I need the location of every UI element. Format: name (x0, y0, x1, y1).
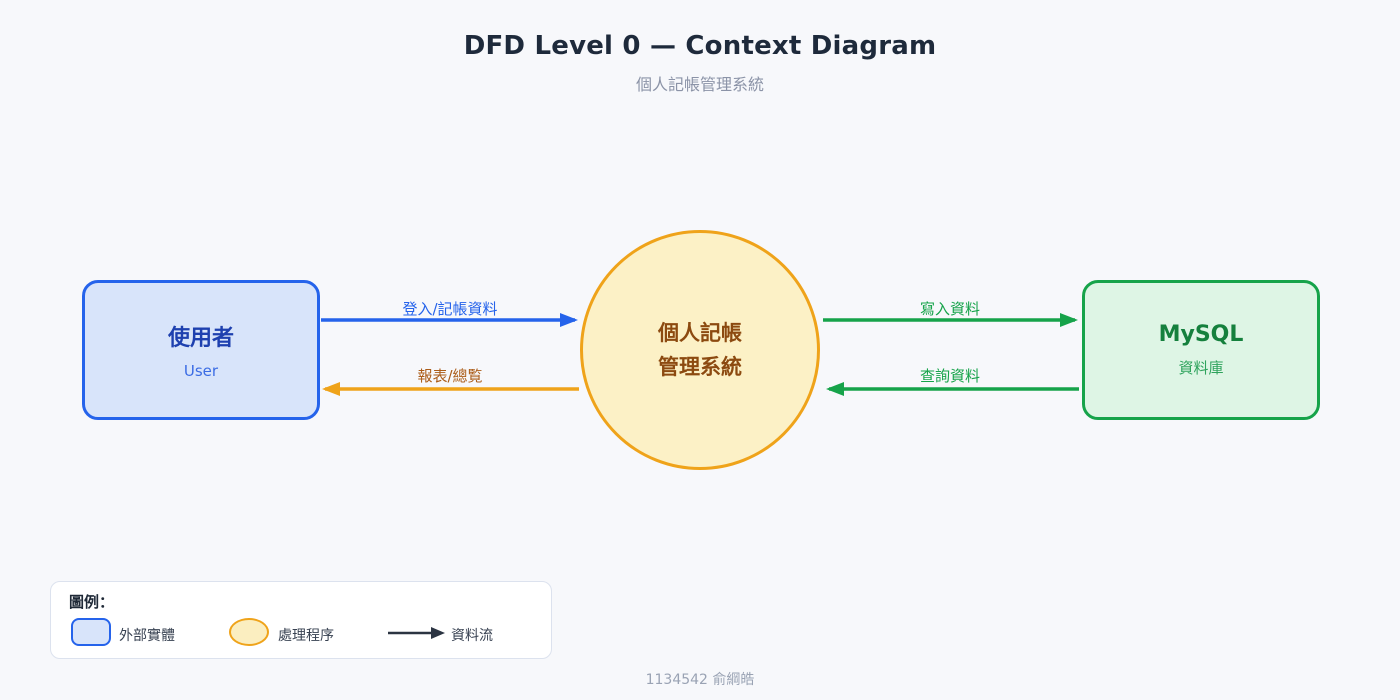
legend-title: 圖例： (69, 593, 115, 611)
flow-label-write: 寫入資料 (919, 300, 981, 318)
data-flow-arrow-icon (388, 627, 445, 639)
legend-label-data-flow: 資料流 (451, 628, 493, 644)
user-node-subtitle: User (183, 362, 219, 380)
flow-label-login: 登入/記帳資料 (402, 300, 498, 318)
flow-label-query: 查詢資料 (919, 367, 981, 385)
flow-label-report: 報表/總覧 (417, 367, 483, 385)
external-entity-swatch-icon (71, 618, 111, 646)
node-external-entity-user: 使用者 User (82, 280, 320, 420)
node-process-system: 個人記帳 管理系統 (580, 230, 820, 470)
footer-student-id: 1134542 俞綱皓 (645, 672, 755, 688)
process-swatch-icon (229, 618, 269, 646)
legend-label-external-entity: 外部實體 (119, 628, 175, 644)
node-datastore-mysql: MySQL 資料庫 (1082, 280, 1320, 420)
db-node-title: MySQL (1158, 322, 1244, 347)
legend-label-process: 處理程序 (278, 628, 334, 644)
process-node-title-line2: 管理系統 (658, 355, 742, 379)
process-node-title-line1: 個人記帳 (658, 321, 742, 345)
page-title: DFD Level 0 — Context Diagram (463, 31, 937, 61)
user-node-title: 使用者 (167, 326, 234, 351)
db-node-subtitle: 資料庫 (1178, 359, 1224, 377)
legend-arrowhead-icon (431, 627, 445, 639)
legend: 圖例： 外部實體 處理程序 資料流 (50, 581, 552, 659)
page-subtitle: 個人記帳管理系統 (635, 75, 764, 94)
